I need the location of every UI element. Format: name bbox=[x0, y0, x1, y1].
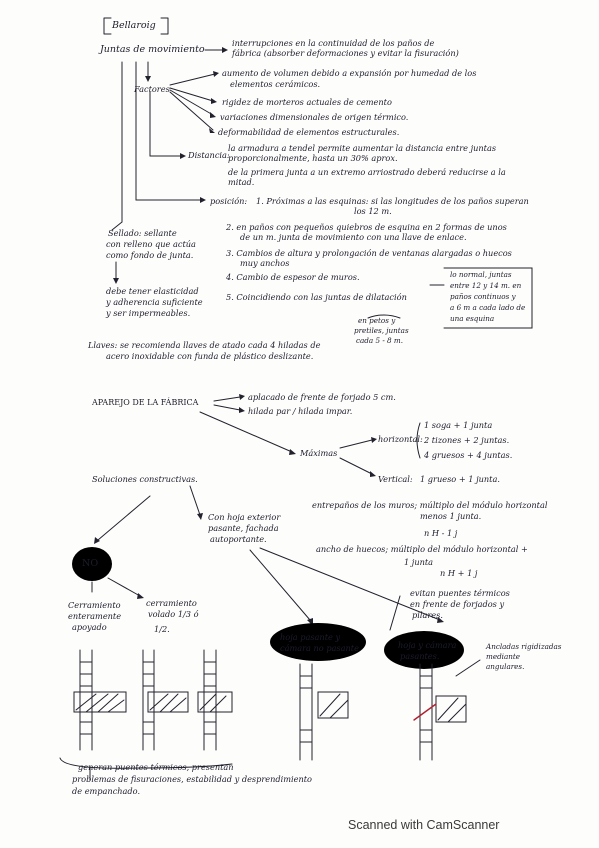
distancia-2: proporcionalmente, hasta un 30% aprox. bbox=[228, 153, 398, 163]
note-box-1: lo normal, juntas bbox=[450, 270, 512, 279]
ancho-1: ancho de huecos; múltiplo del módulo hor… bbox=[316, 544, 528, 554]
header-tag: Bellaroig bbox=[112, 20, 156, 31]
sellado-1: Sellado: sellante bbox=[108, 228, 177, 238]
aparejo-title: APAREJO DE LA FÁBRICA bbox=[92, 398, 199, 407]
caso-c-2: cámara no pasante bbox=[280, 643, 359, 653]
factores-label: Factores bbox=[134, 84, 170, 94]
evitan-2: en frente de forjados y bbox=[410, 599, 505, 609]
note-petos-2: pretiles, juntas bbox=[354, 326, 409, 335]
entrepanos-2: menos 1 junta. bbox=[420, 511, 482, 521]
note-petos-3: cada 5 - 8 m. bbox=[356, 336, 404, 345]
juntas-definition-1: interrupciones en la continuidad de los … bbox=[232, 38, 435, 48]
evitan-3: pilares. bbox=[412, 610, 443, 620]
factor-3: variaciones dimensionales de origen térm… bbox=[220, 112, 409, 122]
posicion-3a: 3. Cambios de altura y prolongación de v… bbox=[226, 248, 512, 258]
conclusion-1: generan puentes térmicos, presentan bbox=[78, 762, 234, 772]
ancho-2: 1 junta bbox=[404, 557, 434, 567]
caso-a-1: Cerramiento bbox=[68, 600, 121, 610]
factor-1b: elementos cerámicos. bbox=[230, 79, 321, 89]
sellado-2: con relleno que actúa bbox=[106, 239, 196, 249]
no-label: NO bbox=[82, 558, 99, 569]
sellado-req-1: debe tener elasticidad bbox=[106, 286, 199, 296]
aparejo-option-2: hilada par / hilada impar. bbox=[248, 406, 353, 416]
distancia-4: mitad. bbox=[228, 177, 255, 187]
note-box-4: a 6 m a cada lado de bbox=[450, 303, 526, 312]
vertical-value: 1 grueso + 1 junta. bbox=[420, 474, 500, 484]
hoja-exterior-3: autoportante. bbox=[210, 534, 267, 544]
sellado-req-3: y ser impermeables. bbox=[106, 308, 191, 318]
conclusion-3: de empanchado. bbox=[72, 786, 141, 796]
factor-1a: aumento de volumen debido a expansión po… bbox=[222, 68, 477, 78]
aparejo-option-1: aplacado de frente de forjado 5 cm. bbox=[248, 392, 396, 402]
ancladas-2: mediante bbox=[486, 652, 521, 661]
posicion-1b: los 12 m. bbox=[354, 206, 392, 216]
posicion-label: posición: bbox=[210, 196, 248, 206]
ancladas-3: angulares. bbox=[486, 662, 525, 671]
horizontal-label: horizontal: bbox=[378, 434, 423, 444]
factor-2: rigidez de morteros actuales de cemento bbox=[222, 97, 392, 107]
caso-a-3: apoyado bbox=[72, 622, 107, 632]
caso-b-3: 1/2. bbox=[154, 624, 170, 634]
caso-a-2: enteramente bbox=[68, 611, 122, 621]
distancia-label: Distancia: bbox=[188, 150, 230, 160]
vertical-label: Vertical: bbox=[378, 474, 413, 484]
caso-d-2: pasantes. bbox=[400, 651, 440, 661]
caso-c-1: hoja pasante y bbox=[280, 632, 341, 642]
caso-b-2: volado 1/3 ó bbox=[148, 609, 199, 619]
llaves-1: Llaves: se recomienda llaves de atado ca… bbox=[88, 340, 321, 350]
maximas-label: Máximas bbox=[300, 448, 338, 458]
evitan-1: evitan puentes térmicos bbox=[410, 588, 510, 598]
posicion-2b: de un m. junta de movimiento con una lla… bbox=[240, 232, 467, 242]
horizontal-3: 4 gruesos + 4 juntas. bbox=[424, 450, 513, 460]
formula-1: n H - 1 j bbox=[424, 528, 458, 538]
distancia-3: de la primera junta a un extremo arriost… bbox=[228, 167, 506, 177]
sellado-3: como fondo de junta. bbox=[106, 250, 194, 260]
horizontal-2: 2 tizones + 2 juntas. bbox=[424, 435, 510, 445]
caso-b-1: cerramiento bbox=[146, 598, 197, 608]
formula-2: n H + 1 j bbox=[440, 568, 478, 578]
scanner-watermark: Scanned with CamScanner bbox=[348, 818, 500, 832]
note-box-2: entre 12 y 14 m. en bbox=[450, 281, 522, 290]
llaves-2: acero inoxidable con funda de plástico d… bbox=[106, 351, 314, 361]
posicion-2a: 2. en paños con pequeños quiebros de esq… bbox=[226, 222, 507, 232]
note-petos-1: en petos y bbox=[358, 316, 396, 325]
juntas-title: Juntas de movimiento bbox=[100, 44, 205, 55]
posicion-1a: 1. Próximas a las esquinas: si las longi… bbox=[256, 196, 529, 206]
soluciones-label: Soluciones constructivas. bbox=[92, 474, 198, 484]
hoja-exterior-2: pasante, fachada bbox=[208, 523, 279, 533]
factor-4: deformabilidad de elementos estructurale… bbox=[218, 127, 400, 137]
horizontal-1: 1 soga + 1 junta bbox=[424, 420, 493, 430]
posicion-5: 5. Coincidiendo con las juntas de dilata… bbox=[226, 292, 407, 302]
sellado-req-2: y adherencia suficiente bbox=[106, 297, 203, 307]
note-box-3: paños continuos y bbox=[450, 292, 516, 301]
posicion-4: 4. Cambio de espesor de muros. bbox=[226, 272, 360, 282]
entrepanos-1: entrepaños de los muros; múltiplo del mó… bbox=[312, 500, 548, 510]
juntas-definition-2: fábrica (absorber deformaciones y evitar… bbox=[232, 48, 459, 58]
caso-d-1: hoja y cámara bbox=[398, 640, 457, 650]
ancladas-1: Ancladas rigidizadas bbox=[486, 642, 562, 651]
hoja-exterior-1: Con hoja exterior bbox=[208, 512, 281, 522]
posicion-3b: muy anchos bbox=[240, 258, 290, 268]
conclusion-2: problemas de fisuraciones, estabilidad y… bbox=[72, 774, 312, 784]
note-box-5: una esquina bbox=[450, 314, 495, 323]
distancia-1: la armadura a tendel permite aumentar la… bbox=[228, 143, 497, 153]
